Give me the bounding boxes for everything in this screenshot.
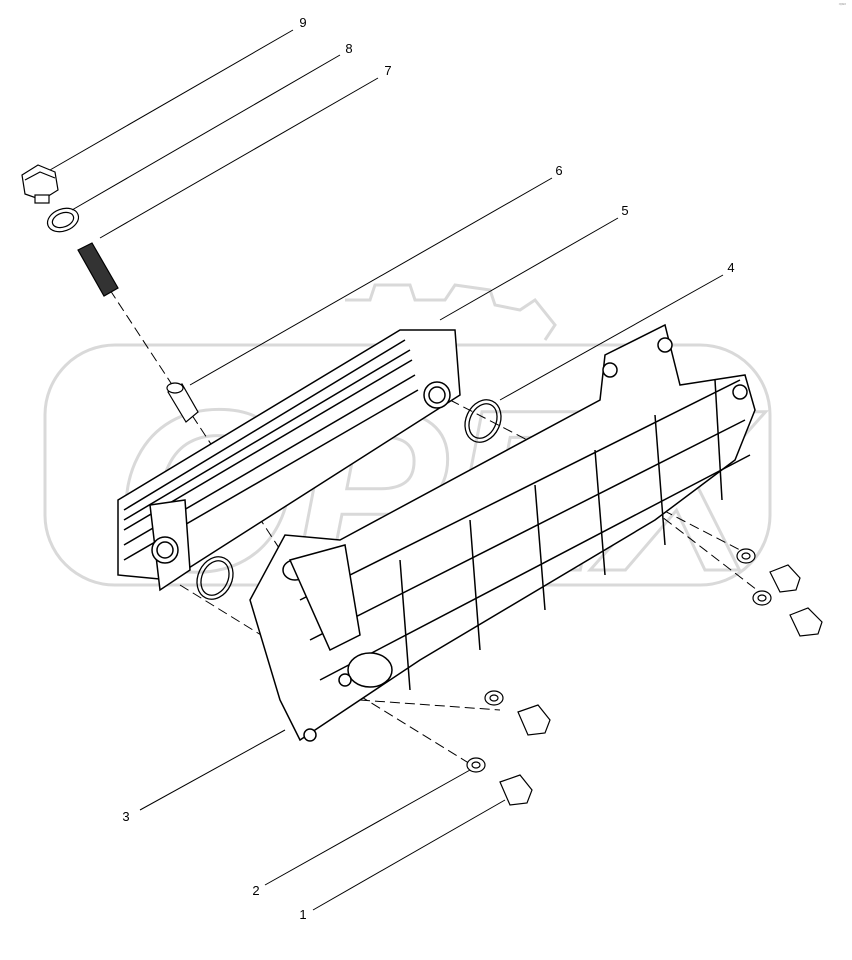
callout-1: 1 <box>299 907 307 922</box>
callout-4: 4 <box>727 260 735 275</box>
callout-9: 9 <box>299 15 307 30</box>
washer-part-8 <box>46 207 80 233</box>
spring-part-7 <box>77 242 119 297</box>
cooler-housing-part-3 <box>249 323 756 742</box>
plug-part-9 <box>21 164 59 204</box>
leader-lines <box>49 29 724 911</box>
seal-part-5 <box>464 399 502 443</box>
bolt-set <box>466 548 823 806</box>
callout-5: 5 <box>621 203 629 218</box>
watermark-tag: ᵒᵖᵉˣ <box>838 2 846 8</box>
assembly-lines <box>109 289 771 771</box>
oil-cooler-core <box>117 329 461 592</box>
callout-7: 7 <box>384 63 392 78</box>
valve-part-6 <box>166 382 199 423</box>
callout-8: 8 <box>345 41 353 56</box>
callout-2: 2 <box>252 883 260 898</box>
seal-lower <box>196 556 234 600</box>
callout-6: 6 <box>555 163 563 178</box>
callout-3: 3 <box>122 809 130 824</box>
